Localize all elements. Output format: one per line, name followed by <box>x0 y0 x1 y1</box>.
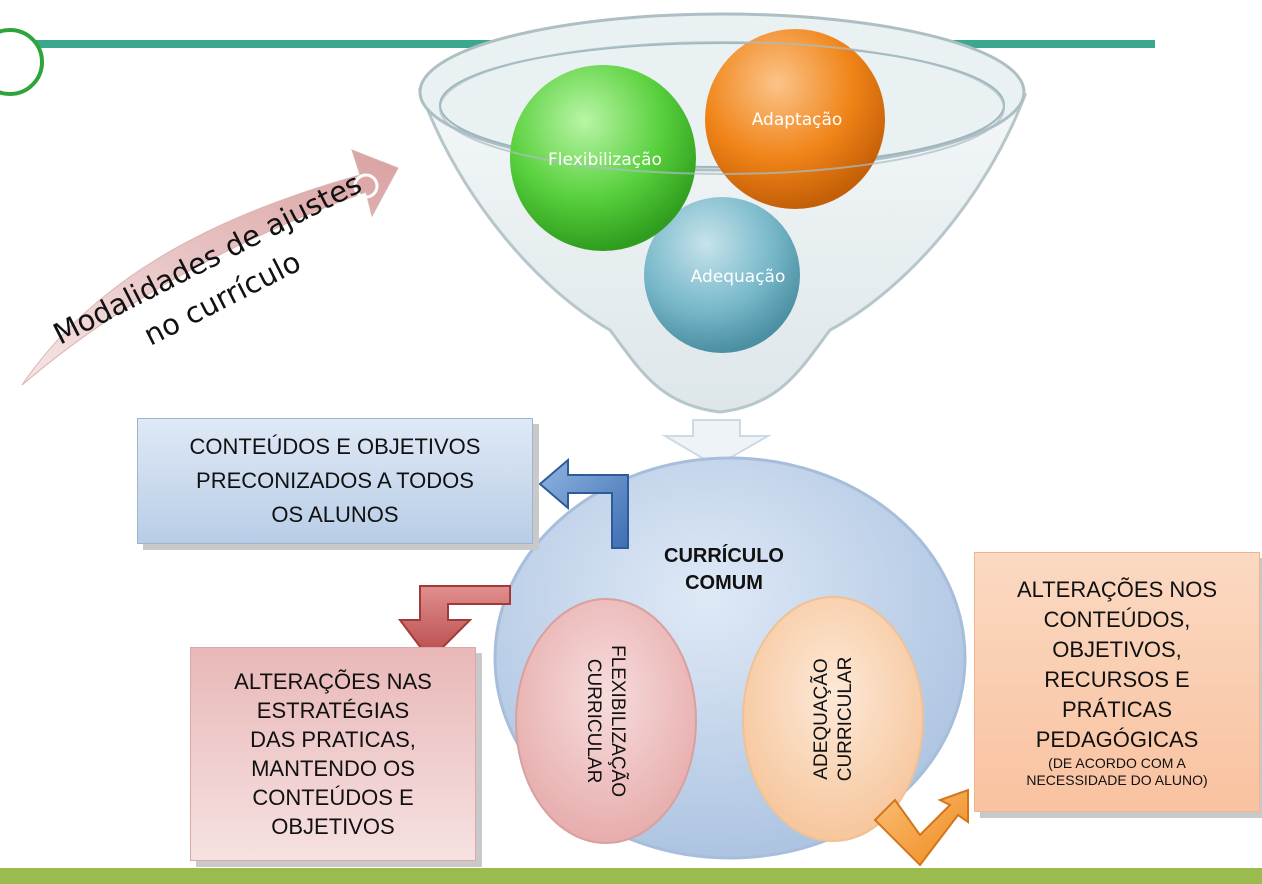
orange-box-line: CONTEÚDOS, <box>1043 607 1191 632</box>
red-box-line: OBJETIVOS <box>271 814 395 839</box>
sphere-label-flexibilizacao: Flexibilização <box>548 150 662 170</box>
inner-flexibilizacao-ellipse <box>515 598 697 844</box>
red-box-line: ESTRATÉGIAS <box>256 698 410 723</box>
inner-adequacao-ellipse <box>742 596 924 842</box>
sphere-flexibilizacao <box>510 65 696 251</box>
inner-right-line1: ADEQUAÇÃO <box>810 658 832 779</box>
red-box-line: DAS PRATICAS, <box>250 727 416 752</box>
orange-box-line: OBJETIVOS, <box>1052 637 1182 662</box>
orange-bent-arrow <box>873 788 969 867</box>
curved-arrow <box>21 149 399 386</box>
sphere-label-adaptacao: Adaptação <box>752 110 843 130</box>
red-bent-arrow <box>398 585 511 662</box>
sphere-adaptacao <box>705 29 885 209</box>
center-title-line2: COMUM <box>685 572 763 594</box>
corner-circle <box>0 28 44 96</box>
box-alteracoes-estrategias: ALTERAÇÕES NAS ESTRATÉGIAS DAS PRATICAS,… <box>190 647 476 861</box>
blue-box-line: PRECONIZADOS A TODOS <box>196 468 474 493</box>
sphere-label-adequacao: Adequação <box>691 267 786 287</box>
red-box-line: ALTERAÇÕES NAS <box>234 669 432 694</box>
inner-left-line2: CURRICULAR <box>583 659 604 784</box>
sphere-adequacao <box>644 197 800 353</box>
orange-box-note: (DE ACORDO COM A <box>1048 755 1186 771</box>
inner-right-line2: CURRICULAR <box>835 657 856 782</box>
orange-box-line: RECURSOS E <box>1044 667 1190 692</box>
center-title-line1: CURRÍCULO <box>664 544 784 567</box>
blue-box-line: CONTEÚDOS E OBJETIVOS <box>189 434 481 459</box>
orange-box-line: PEDAGÓGICAS <box>1035 727 1199 752</box>
box-conteudos-objetivos: CONTEÚDOS E OBJETIVOS PRECONIZADOS A TOD… <box>137 418 533 544</box>
orange-box-line: PRÁTICAS <box>1061 697 1173 722</box>
red-box-line: MANTENDO OS <box>251 756 415 781</box>
red-box-line: CONTEÚDOS E <box>252 785 414 810</box>
down-arrow <box>661 419 772 468</box>
inner-left-line1: FLEXIBILIZAÇÃO <box>607 645 629 797</box>
bottom-band <box>0 868 1262 884</box>
orange-box-note: NECESSIDADE DO ALUNO) <box>1026 772 1208 788</box>
arrow-ring-icon <box>353 173 379 199</box>
blue-bent-arrow <box>538 457 629 549</box>
orange-box-line: ALTERAÇÕES NOS <box>1016 577 1218 602</box>
blue-box-line: OS ALUNOS <box>271 502 399 527</box>
box-alteracoes-conteudos: ALTERAÇÕES NOS CONTEÚDOS, OBJETIVOS, REC… <box>974 552 1260 812</box>
funnel-rim-front <box>439 41 1005 175</box>
